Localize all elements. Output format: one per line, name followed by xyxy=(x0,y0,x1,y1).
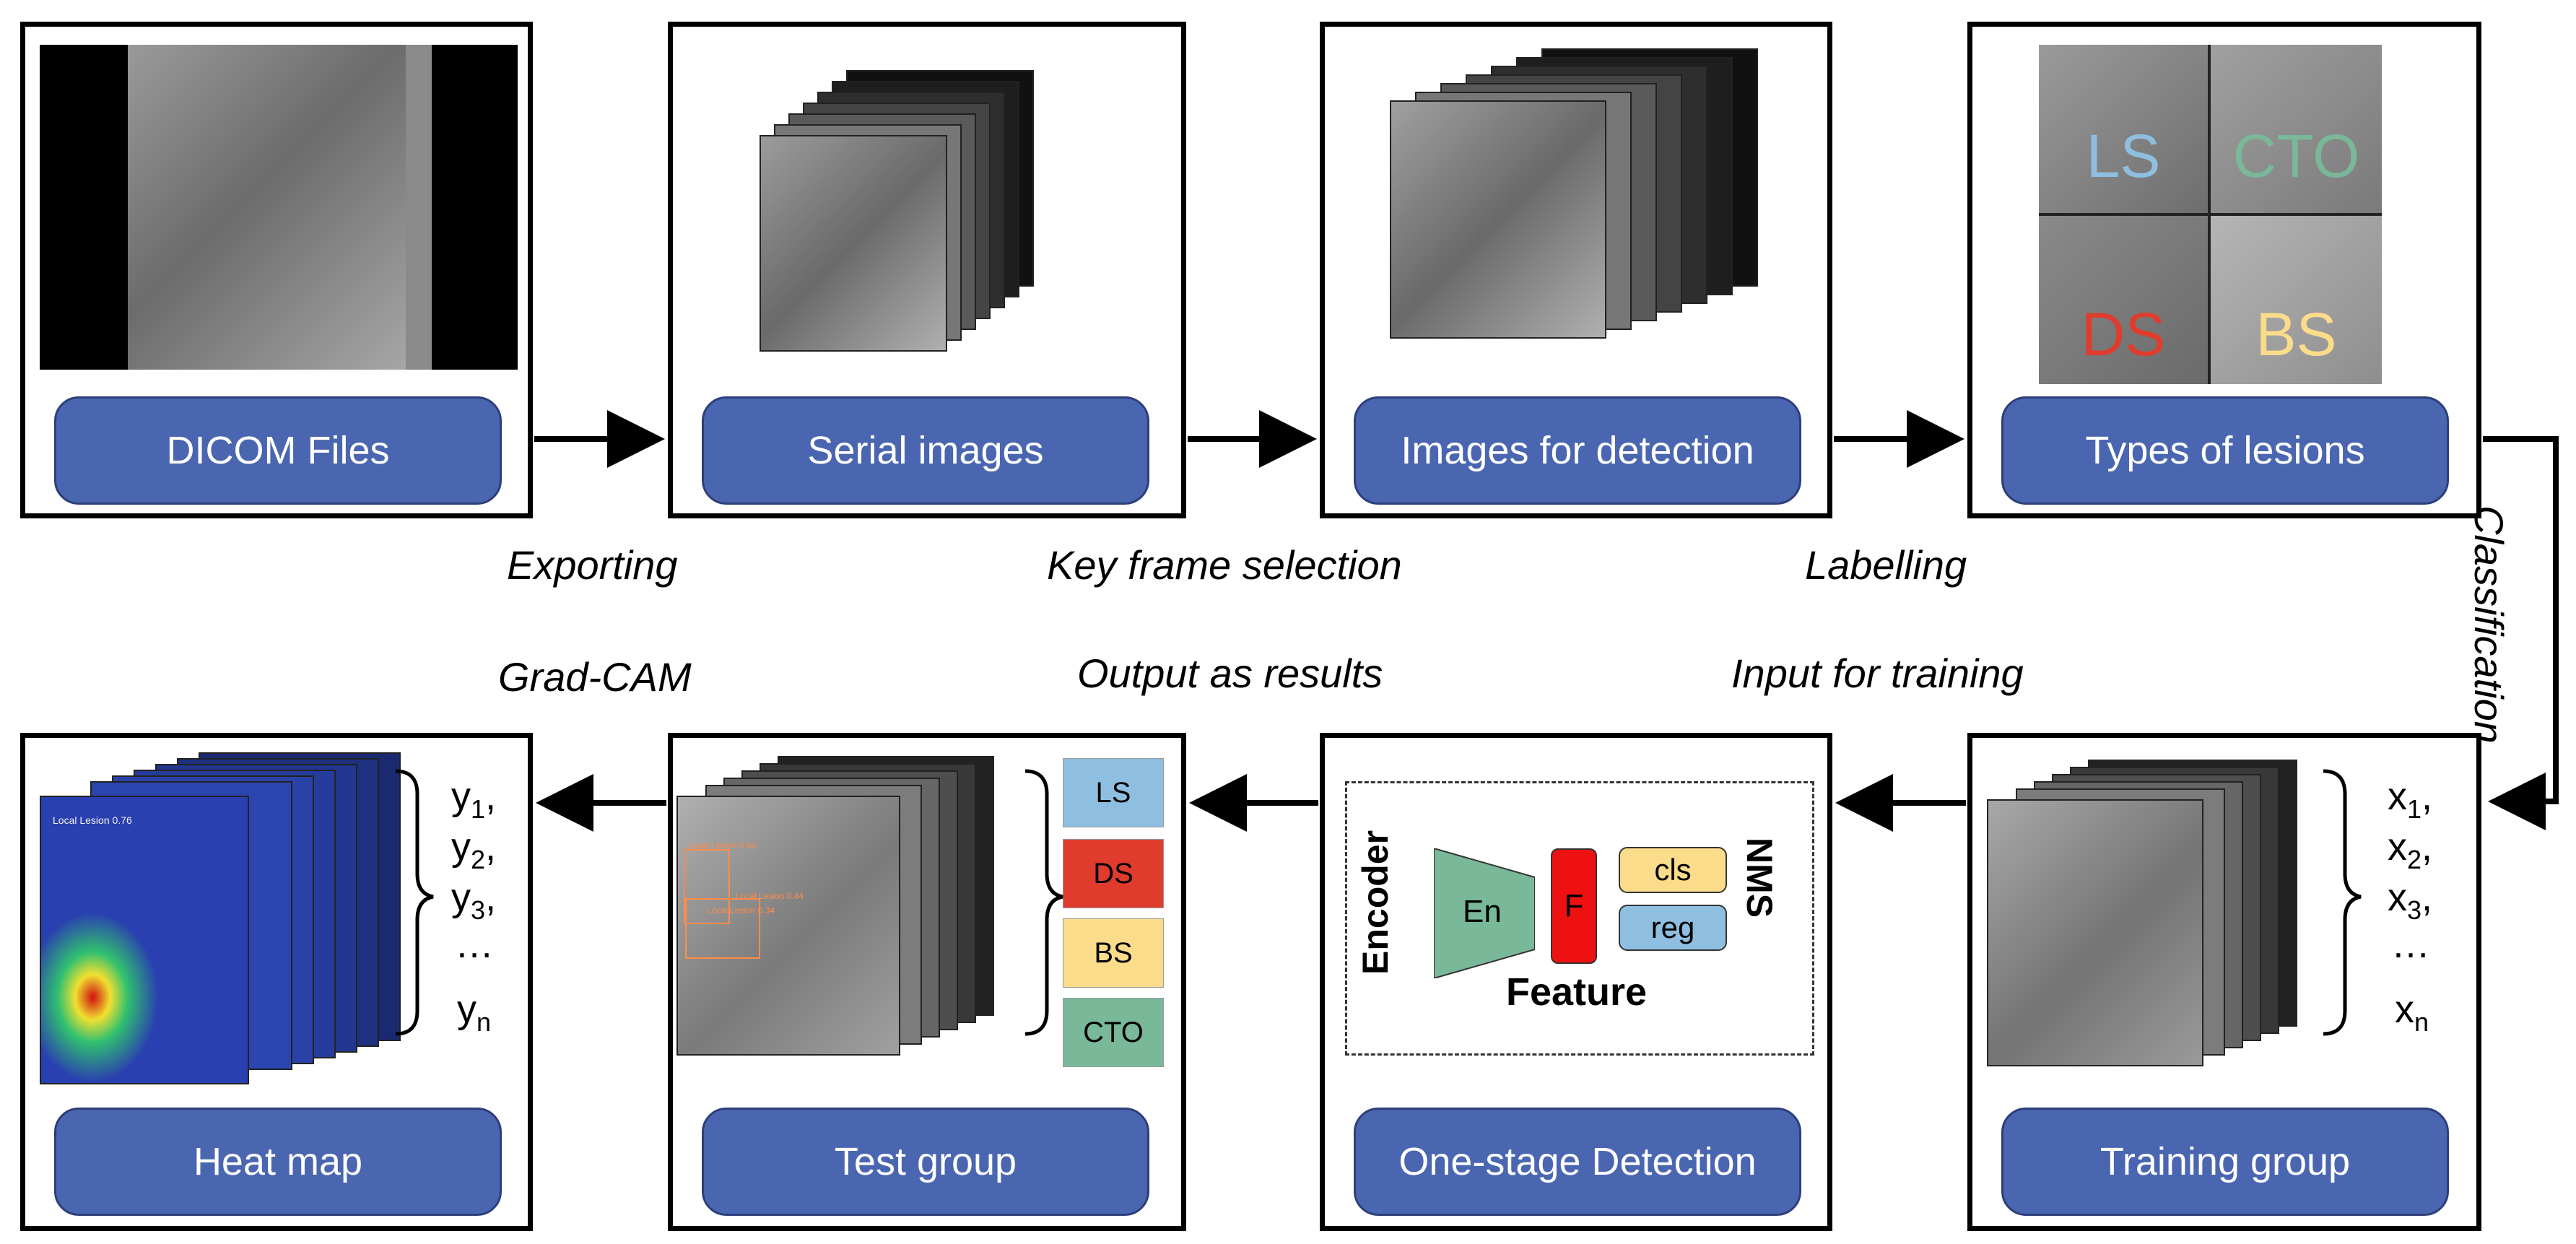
step-output-as-results: Output as results xyxy=(1077,651,1383,696)
test-group-label: Test group xyxy=(702,1108,1149,1216)
output-y1: y1, xyxy=(451,775,497,824)
test-image-stack: Local Lesion 0.66 Local Lesion 0.34 Loca… xyxy=(676,756,1009,1066)
encoder-trapezoid xyxy=(1434,848,1535,978)
cls-head: cls xyxy=(1619,847,1727,893)
result-tag-cto: CTO xyxy=(1063,998,1164,1067)
lesion-bs-text: BS xyxy=(2255,300,2337,368)
detection-images-panel: Images for detection xyxy=(1320,22,1832,518)
reg-head: reg xyxy=(1619,905,1727,951)
lesion-types-panel: LS CTO DS BS Types of lesions xyxy=(1967,22,2481,518)
heat-map-label: Heat map xyxy=(54,1108,502,1216)
training-group-label: Training group xyxy=(2001,1108,2449,1216)
test-detection-b: Local Lesion 0.34 xyxy=(707,905,775,915)
brace-heatmap xyxy=(395,769,434,1036)
model-diagram: Encoder En F cls reg NMS Feature xyxy=(1345,781,1814,1056)
detection-image-stack xyxy=(1368,48,1772,373)
serial-images-panel: Serial images xyxy=(668,22,1186,518)
output-y2: y2, xyxy=(451,825,497,874)
lesion-ds-text: DS xyxy=(2081,300,2166,368)
feature-f-text: F xyxy=(1564,888,1584,923)
feature-caption: Feature xyxy=(1506,970,1648,1014)
one-stage-detection-panel: Encoder En F cls reg NMS Feature One-sta… xyxy=(1320,733,1832,1231)
dicom-image xyxy=(40,45,518,370)
step-exporting: Exporting xyxy=(507,542,678,588)
step-key-frame-selection: Key frame selection xyxy=(1047,542,1402,588)
output-ellipsis: … xyxy=(455,923,494,966)
serial-images-label: Serial images xyxy=(702,396,1149,505)
result-tag-bs: BS xyxy=(1063,918,1164,988)
step-grad-cam: Grad-CAM xyxy=(498,654,692,700)
heat-map-panel: Local Lesion 0.76 y1, y2, y3, … yn Heat … xyxy=(20,733,533,1231)
heat-map-stack: Local Lesion 0.76 xyxy=(40,752,415,1084)
input-xn: xn xyxy=(2395,988,2429,1037)
brace-test xyxy=(1024,769,1063,1036)
test-detection-a: Local Lesion 0.66 xyxy=(688,840,757,851)
input-x1: x1, xyxy=(2388,775,2433,824)
lesion-tile-ds: DS xyxy=(2039,216,2208,384)
lesion-tile-bs: BS xyxy=(2211,216,2382,384)
lesion-tile-cto: CTO xyxy=(2211,45,2382,213)
input-x2: x2, xyxy=(2388,825,2433,874)
lesion-tile-ls: LS xyxy=(2039,45,2208,213)
lesion-cto-text: CTO xyxy=(2232,122,2360,190)
dicom-files-label: DICOM Files xyxy=(54,396,502,505)
test-group-panel: Local Lesion 0.66 Local Lesion 0.34 Loca… xyxy=(668,733,1186,1231)
types-of-lesions-label: Types of lesions xyxy=(2001,396,2449,505)
step-labelling: Labelling xyxy=(1805,542,1967,588)
result-tag-ls: LS xyxy=(1063,758,1164,827)
arrow-classification-connector xyxy=(2483,436,2559,830)
result-tag-ds: DS xyxy=(1063,839,1164,908)
feature-block: F xyxy=(1551,848,1597,964)
encoder-en-text: En xyxy=(1463,894,1502,929)
images-for-detection-label: Images for detection xyxy=(1354,396,1801,505)
training-group-panel: x1, x2, x3, … xn Training group xyxy=(1967,733,2481,1231)
reg-text: reg xyxy=(1650,910,1695,944)
serial-image-stack xyxy=(749,70,1052,373)
test-image-front: Local Lesion 0.66 Local Lesion 0.34 Loca… xyxy=(676,796,900,1056)
brace-training xyxy=(2323,769,2362,1036)
input-x3: x3, xyxy=(2388,876,2433,925)
heat-map-front: Local Lesion 0.76 xyxy=(40,796,249,1084)
cls-text: cls xyxy=(1654,853,1692,887)
lesion-ls-text: LS xyxy=(2086,122,2161,190)
lesion-grid: LS CTO DS BS xyxy=(2039,45,2382,384)
heat-map-detection-label: Local Lesion 0.76 xyxy=(53,814,132,826)
input-ellipsis: … xyxy=(2391,923,2430,966)
step-input-for-training: Input for training xyxy=(1731,651,2024,696)
output-y3: y3, xyxy=(451,876,497,925)
one-stage-detection-label: One-stage Detection xyxy=(1354,1108,1801,1216)
dicom-panel: DICOM Files xyxy=(20,22,533,518)
output-yn: yn xyxy=(457,988,492,1037)
training-image-stack xyxy=(1987,760,2319,1070)
